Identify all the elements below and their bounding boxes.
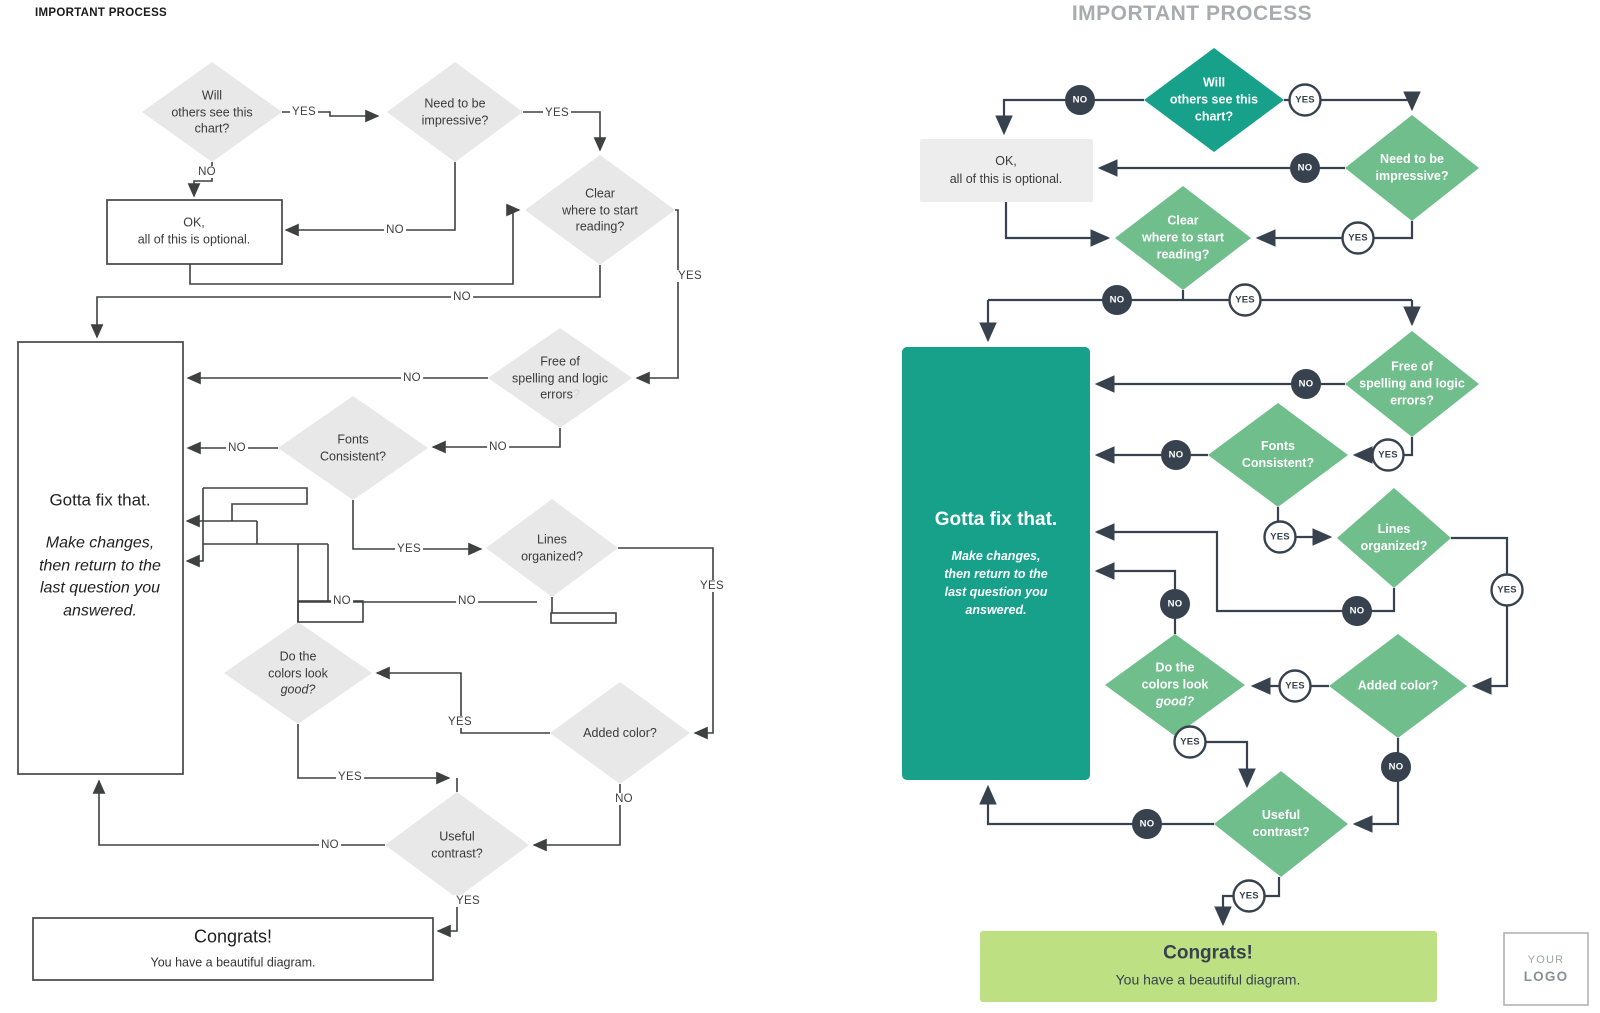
diamond-colors-right bbox=[1105, 634, 1245, 736]
congrats-title-left: Congrats! bbox=[193, 926, 273, 947]
edge-need-yes-clear bbox=[523, 111, 607, 152]
fix-title-right: Gotta fix that. bbox=[934, 508, 1058, 530]
edge-free-fonts bbox=[431, 428, 561, 454]
edge-clear-no-fix bbox=[90, 265, 601, 339]
no-badge bbox=[1065, 85, 1095, 115]
congrats-sub-left: You have a beautiful diagram. bbox=[150, 955, 316, 970]
box-congrats-right bbox=[980, 931, 1437, 1002]
yes-badge bbox=[1341, 221, 1375, 255]
diamond-useful-right bbox=[1214, 771, 1348, 877]
edge-need-yes-clear-r bbox=[1255, 221, 1414, 247]
no-badge bbox=[1381, 752, 1411, 782]
node-congrats-left: Congrats! You have a beautiful diagram. bbox=[43, 927, 423, 970]
diamond-need-left bbox=[387, 62, 523, 162]
diamond-clear-right bbox=[1115, 186, 1251, 290]
diamond-fonts-right bbox=[1208, 403, 1348, 507]
diamond-colors-left bbox=[224, 622, 372, 724]
edge-useful-no-fix bbox=[92, 779, 385, 846]
congrats-title-right: Congrats! bbox=[1163, 942, 1253, 964]
right-diagram-shapes bbox=[1105, 48, 1479, 877]
left-title: IMPORTANT PROCESS bbox=[35, 7, 168, 19]
edge-will-yes-need-r bbox=[1284, 91, 1421, 112]
edge-fonts-yes-lines bbox=[352, 500, 483, 556]
edge-need-no-ok bbox=[284, 162, 456, 237]
edge-clear-yes-free bbox=[635, 209, 679, 385]
edge-ok-clear bbox=[189, 203, 521, 285]
yes-badge bbox=[1288, 83, 1322, 117]
tangle-staircase bbox=[203, 487, 308, 521]
logo-line-logo: LOGO bbox=[1523, 969, 1569, 984]
logo-placeholder: YOUR LOGO bbox=[1524, 954, 1569, 984]
right-yes-badges bbox=[1173, 83, 1524, 913]
box-ok-left bbox=[106, 199, 283, 265]
tangle-rect-2 bbox=[550, 612, 617, 624]
diamond-lines-right bbox=[1337, 488, 1451, 588]
right-no-badges bbox=[1065, 85, 1411, 839]
box-congrats-left bbox=[32, 917, 434, 981]
no-badge bbox=[1291, 369, 1321, 399]
box-ok-right bbox=[920, 139, 1093, 202]
left-diagram-shapes bbox=[142, 62, 690, 898]
diamond-will-right bbox=[1144, 48, 1284, 152]
diamond-added-right bbox=[1329, 634, 1467, 738]
node-fix-left: Gotta fix that. Make changes, then retur… bbox=[22, 491, 178, 624]
diamond-need-right bbox=[1345, 115, 1479, 221]
edge-lines-yes-added bbox=[618, 547, 714, 740]
node-congrats-right: Congrats! You have a beautiful diagram. bbox=[988, 943, 1428, 988]
box-logo bbox=[1503, 932, 1589, 1006]
left-connectors bbox=[90, 109, 714, 938]
fix-body-left: Make changes, then return to the last qu… bbox=[39, 534, 161, 620]
box-fix-left bbox=[17, 341, 184, 775]
no-badge bbox=[1290, 153, 1320, 183]
diamond-free-left bbox=[488, 328, 632, 428]
edge-ok-clear-r bbox=[1004, 202, 1111, 247]
diamond-added-left bbox=[550, 682, 690, 784]
yes-badge bbox=[1263, 520, 1297, 554]
edge-will-no-ok bbox=[187, 162, 213, 198]
edge-useful-no-fix-r bbox=[979, 784, 1214, 826]
yes-badge bbox=[1278, 669, 1312, 703]
right-title: IMPORTANT PROCESS bbox=[1071, 2, 1313, 25]
tangle-rect-1 bbox=[297, 600, 364, 623]
no-badge bbox=[1102, 285, 1132, 315]
diamond-useful-left bbox=[385, 792, 529, 898]
yes-badge bbox=[1232, 879, 1266, 913]
edge-colors-yes-useful bbox=[297, 724, 451, 785]
diamond-fonts-left bbox=[278, 396, 428, 500]
diamond-free-right bbox=[1345, 331, 1479, 437]
logo-line-your: YOUR bbox=[1527, 954, 1565, 966]
diamond-lines-left bbox=[486, 499, 618, 597]
no-badge bbox=[1342, 596, 1372, 626]
no-badge bbox=[1132, 809, 1162, 839]
fix-body-right: Make changes, then return to the last qu… bbox=[944, 548, 1048, 618]
no-badge bbox=[1160, 589, 1190, 619]
tangle-arrow-lower bbox=[185, 488, 204, 568]
yes-badge bbox=[1228, 283, 1262, 317]
no-badge bbox=[1161, 440, 1191, 470]
diamond-clear-left bbox=[525, 155, 675, 265]
edge-will-yes-need bbox=[282, 109, 380, 123]
edge-added-yes-colors bbox=[375, 666, 550, 734]
left-diagram-boxes bbox=[17, 199, 434, 981]
right-diagram-boxes bbox=[902, 139, 1589, 1006]
edge-added-no-useful bbox=[532, 784, 621, 852]
congrats-sub-right: You have a beautiful diagram. bbox=[1115, 971, 1301, 988]
node-fix-right: Gotta fix that. Make changes, then retur… bbox=[916, 509, 1076, 620]
fix-title-left: Gotta fix that. bbox=[49, 490, 151, 510]
diamond-will-left bbox=[142, 62, 282, 162]
edge-lines-yes-added-r bbox=[1451, 536, 1509, 695]
edge-lines-no-fix-r bbox=[1094, 523, 1396, 613]
box-fix-right bbox=[902, 347, 1090, 780]
yes-badge bbox=[1173, 725, 1207, 759]
edge-will-no-ok-r bbox=[995, 98, 1144, 136]
edge-useful-yes-congrats bbox=[436, 898, 458, 938]
yes-badge bbox=[1490, 573, 1524, 607]
yes-badge bbox=[1371, 438, 1405, 472]
